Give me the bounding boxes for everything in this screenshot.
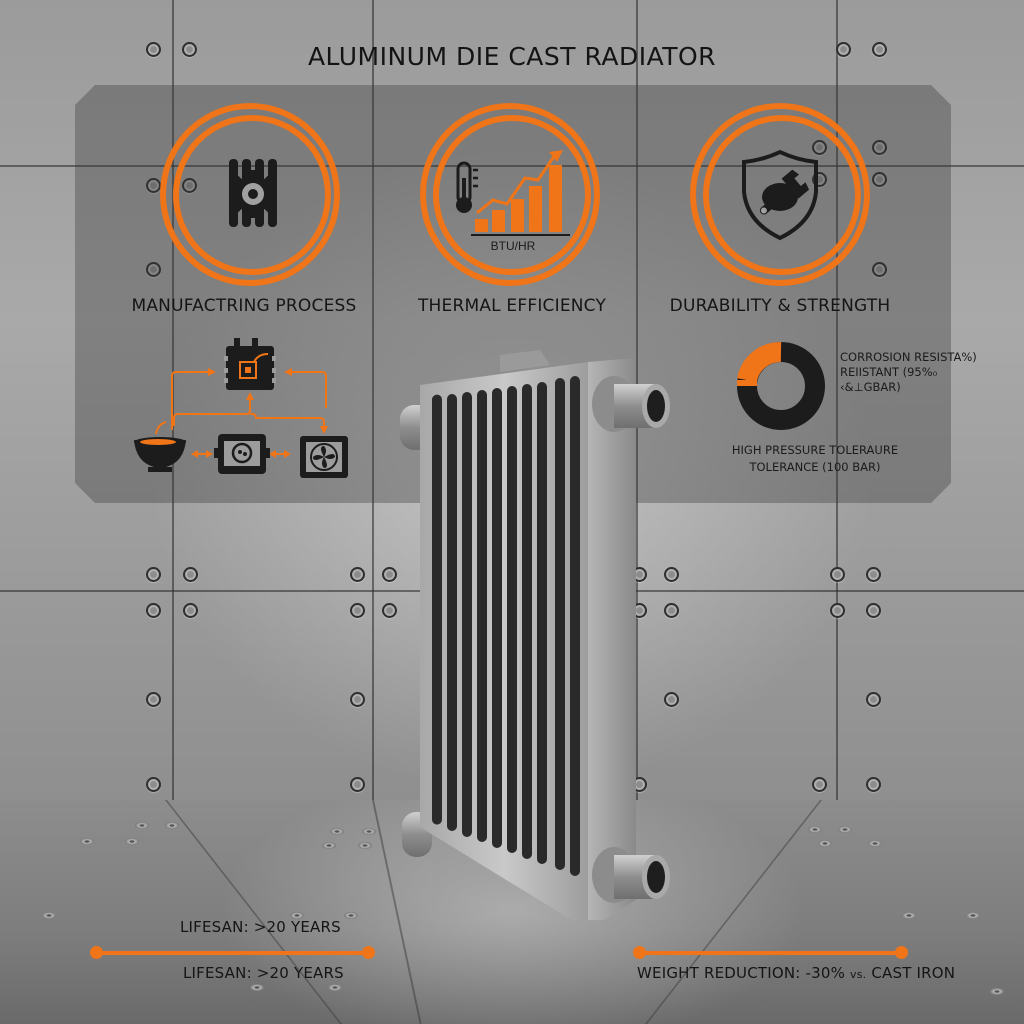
- bolt-icon: [182, 42, 197, 57]
- feature-durability: [685, 100, 875, 290]
- floor-stud: [165, 822, 179, 829]
- weight-reduction-label: WEIGHT REDUCTION: -30% vs. CAST IRON: [637, 964, 955, 982]
- bolt-icon: [146, 692, 161, 707]
- floor-stud: [362, 828, 376, 835]
- pressure-line: TOLERANCE (100 BAR): [749, 460, 881, 474]
- floor-stud: [818, 840, 832, 847]
- corrosion-donut-chart: [737, 342, 825, 430]
- corrosion-resistance-label: CORROSION RESISTA%) REIISTANT (95%₀ ‹&⊥G…: [840, 350, 977, 395]
- floor-stud: [135, 822, 149, 829]
- bolt-icon: [872, 140, 887, 155]
- radiator-gear-icon: [229, 159, 277, 227]
- bolt-icon: [146, 42, 161, 57]
- weight-reduction-main: WEIGHT REDUCTION: -30%: [637, 964, 851, 982]
- feature-label-manufacturing: MANUFACTRING PROCESS: [131, 296, 357, 316]
- bolt-icon: [664, 603, 679, 618]
- wall-seam: [372, 0, 374, 800]
- bolt-icon: [382, 567, 397, 582]
- weight-divider: [639, 951, 905, 955]
- divider-endpoint: [633, 946, 646, 959]
- upper-outlet-pipe: [592, 376, 670, 432]
- floor-stud: [902, 912, 916, 919]
- floor-stud: [125, 838, 139, 845]
- fan-icon: [300, 436, 348, 478]
- divider-endpoint: [895, 946, 908, 959]
- floor-stud: [250, 984, 264, 991]
- bolt-icon: [830, 603, 845, 618]
- feature-manufacturing: [155, 100, 345, 290]
- lower-outlet-pipe: [592, 847, 670, 903]
- bolt-icon: [812, 777, 827, 792]
- lifespan-label-top: LIFESAN: >20 YEARS: [180, 918, 341, 936]
- bolt-icon: [872, 42, 887, 57]
- floor-stud: [42, 912, 56, 919]
- bolt-icon: [146, 567, 161, 582]
- lifespan-divider: [96, 951, 368, 955]
- accent-ring: [173, 115, 331, 275]
- bolt-icon: [664, 567, 679, 582]
- floor-stud: [838, 826, 852, 833]
- bolt-icon: [866, 777, 881, 792]
- floor-stud: [330, 828, 344, 835]
- accent-ring: [160, 103, 340, 286]
- weight-reduction-vs: vs.: [850, 968, 867, 981]
- floor-stud: [80, 838, 94, 845]
- bolt-icon: [836, 42, 851, 57]
- bolt-icon: [866, 692, 881, 707]
- lifespan-label-bottom: LIFESAN: >20 YEARS: [183, 964, 344, 982]
- pressure-line: HIGH PRESSURE TOLERAURE: [731, 443, 899, 457]
- bolt-icon: [183, 603, 198, 618]
- shield-wrench-icon: [742, 149, 818, 241]
- bolt-icon: [350, 567, 365, 582]
- bolt-icon: [664, 692, 679, 707]
- divider-endpoint: [90, 946, 103, 959]
- floor-stud: [966, 912, 980, 919]
- crucible-icon: [134, 421, 186, 472]
- accent-ring: [433, 115, 591, 275]
- feature-label-durability: DURABILITY & STRENGTH: [669, 296, 891, 316]
- bolt-icon: [146, 777, 161, 792]
- wall-seam: [836, 0, 838, 800]
- pressure-tolerance-label: HIGH PRESSURE TOLERAURE TOLERANCE (100 B…: [700, 442, 930, 476]
- bolt-icon: [146, 603, 161, 618]
- floor-stud: [808, 826, 822, 833]
- mold-chip-icon: [224, 338, 276, 390]
- weight-reduction-tail: CAST IRON: [866, 964, 956, 982]
- accent-ring: [703, 115, 861, 275]
- bolt-icon: [866, 567, 881, 582]
- corrosion-line: REIISTANT (95%₀: [840, 365, 938, 379]
- floor-stud: [358, 842, 372, 849]
- floor-stud: [290, 912, 304, 919]
- feature-thermal: BTU/HR: [415, 100, 605, 290]
- bolt-icon: [350, 692, 365, 707]
- manufacturing-process-diagram: [134, 338, 348, 478]
- svg-text:BTU/HR: BTU/HR: [491, 239, 536, 253]
- bolt-icon: [146, 262, 161, 277]
- floor-stud: [868, 840, 882, 847]
- floor-stud: [990, 988, 1004, 995]
- floor-stud: [328, 984, 342, 991]
- bolt-icon: [872, 172, 887, 187]
- feature-label-thermal: THERMAL EFFICIENCY: [417, 296, 607, 316]
- bolt-icon: [183, 567, 198, 582]
- radiator-product-image: [400, 350, 670, 920]
- floor-stud: [344, 912, 358, 919]
- casting-press-icon: [214, 434, 270, 474]
- divider-endpoint: [362, 946, 375, 959]
- bolt-icon: [830, 567, 845, 582]
- bolt-icon: [866, 603, 881, 618]
- bolt-icon: [872, 262, 887, 277]
- page-title: ALUMINUM DIE CAST RADIATOR: [307, 42, 717, 71]
- thermal-chart-icon: BTU/HR: [456, 150, 570, 253]
- bolt-icon: [382, 603, 397, 618]
- floor-stud: [322, 842, 336, 849]
- bolt-icon: [350, 777, 365, 792]
- corrosion-line: ‹&⊥GBAR): [840, 380, 901, 394]
- accent-ring: [420, 103, 600, 286]
- accent-ring: [690, 103, 870, 286]
- corrosion-line: CORROSION RESISTA%): [840, 350, 977, 364]
- bolt-icon: [350, 603, 365, 618]
- thermometer-icon: [456, 161, 478, 213]
